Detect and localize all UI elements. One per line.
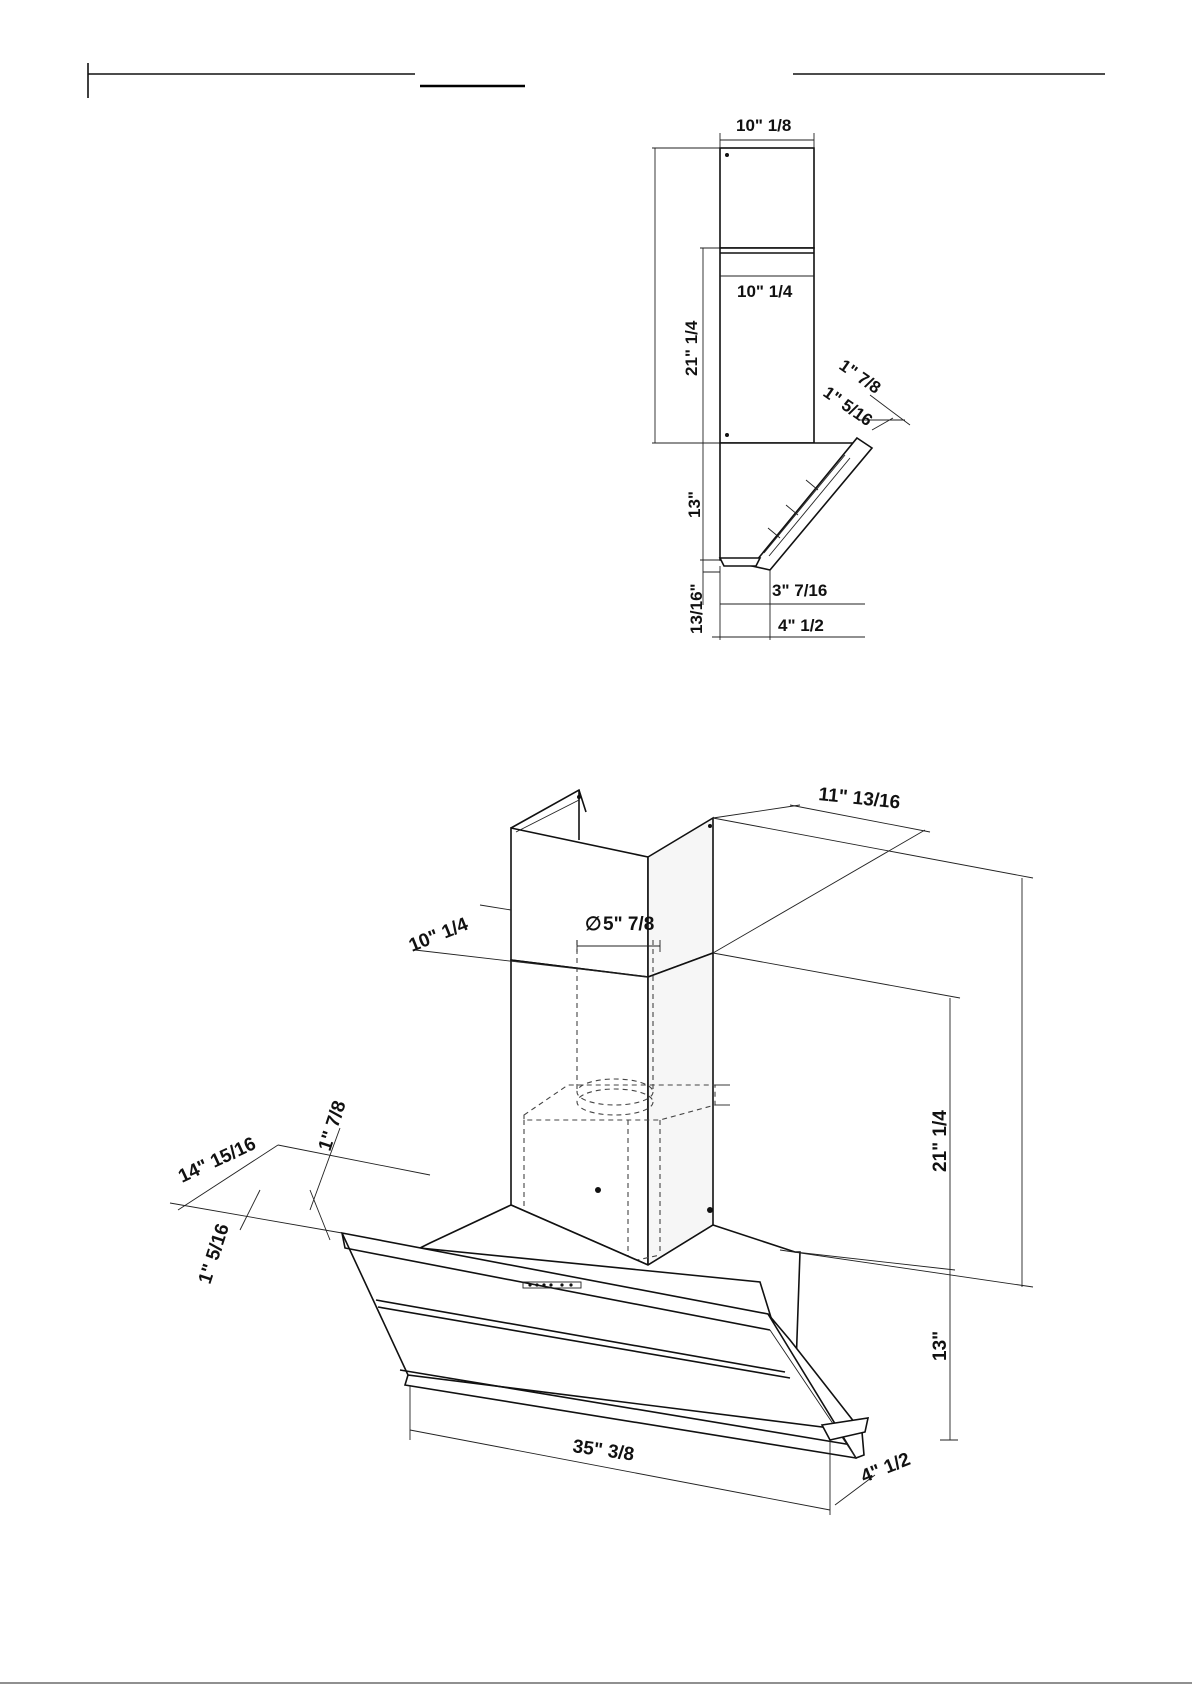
iso-glass-outer-label: 1" 7/8: [315, 1098, 351, 1153]
iso-glass-inner-label: 1" 5/16: [195, 1221, 234, 1286]
iso-panel-depth-label: 14" 15/16: [175, 1133, 259, 1187]
iso-chimney-upper-left: [511, 828, 648, 977]
side-chimney-upper: [720, 148, 814, 248]
iso-chimney-lower-right: [648, 953, 713, 1265]
iso-view: 11" 13/16 10" 1/4 ∅ 5" 7/8 21" 1/4 13" 1…: [170, 784, 1033, 1515]
iso-overall-width-label: 35" 3/8: [571, 1436, 635, 1465]
side-chimney-lower: [720, 248, 814, 443]
side-chimney-height-label: 21" 1/4: [682, 320, 701, 376]
iso-bottom-depth-label: 4" 1/2: [858, 1449, 913, 1488]
side-depth-outer-label: 4" 1/2: [778, 616, 824, 635]
side-mid-width-label: 10" 1/4: [737, 282, 793, 301]
iso-duct-diameter-label: 5" 7/8: [603, 914, 654, 935]
header-rules: [88, 63, 1105, 98]
side-body-height-label: 13": [685, 491, 704, 518]
side-view: 10" 1/8 10" 1/4 21" 1/4 13" 1" 7/8 1" 5/…: [652, 116, 910, 640]
iso-chimney-height-label: 21" 1/4: [930, 1110, 951, 1172]
iso-chimney-width-label: 10" 1/4: [406, 914, 472, 957]
side-bottom-offset-label: 13/16": [687, 583, 706, 634]
iso-duct-diameter-symbol: ∅: [585, 914, 602, 935]
iso-body-height-label: 13": [930, 1331, 951, 1361]
iso-chimney-upper-right: [648, 818, 713, 977]
side-depth-inner-label: 3" 7/16: [772, 581, 827, 600]
iso-chimney-depth-label: 11" 13/16: [817, 784, 901, 813]
side-top-width-label: 10" 1/8: [736, 116, 791, 135]
